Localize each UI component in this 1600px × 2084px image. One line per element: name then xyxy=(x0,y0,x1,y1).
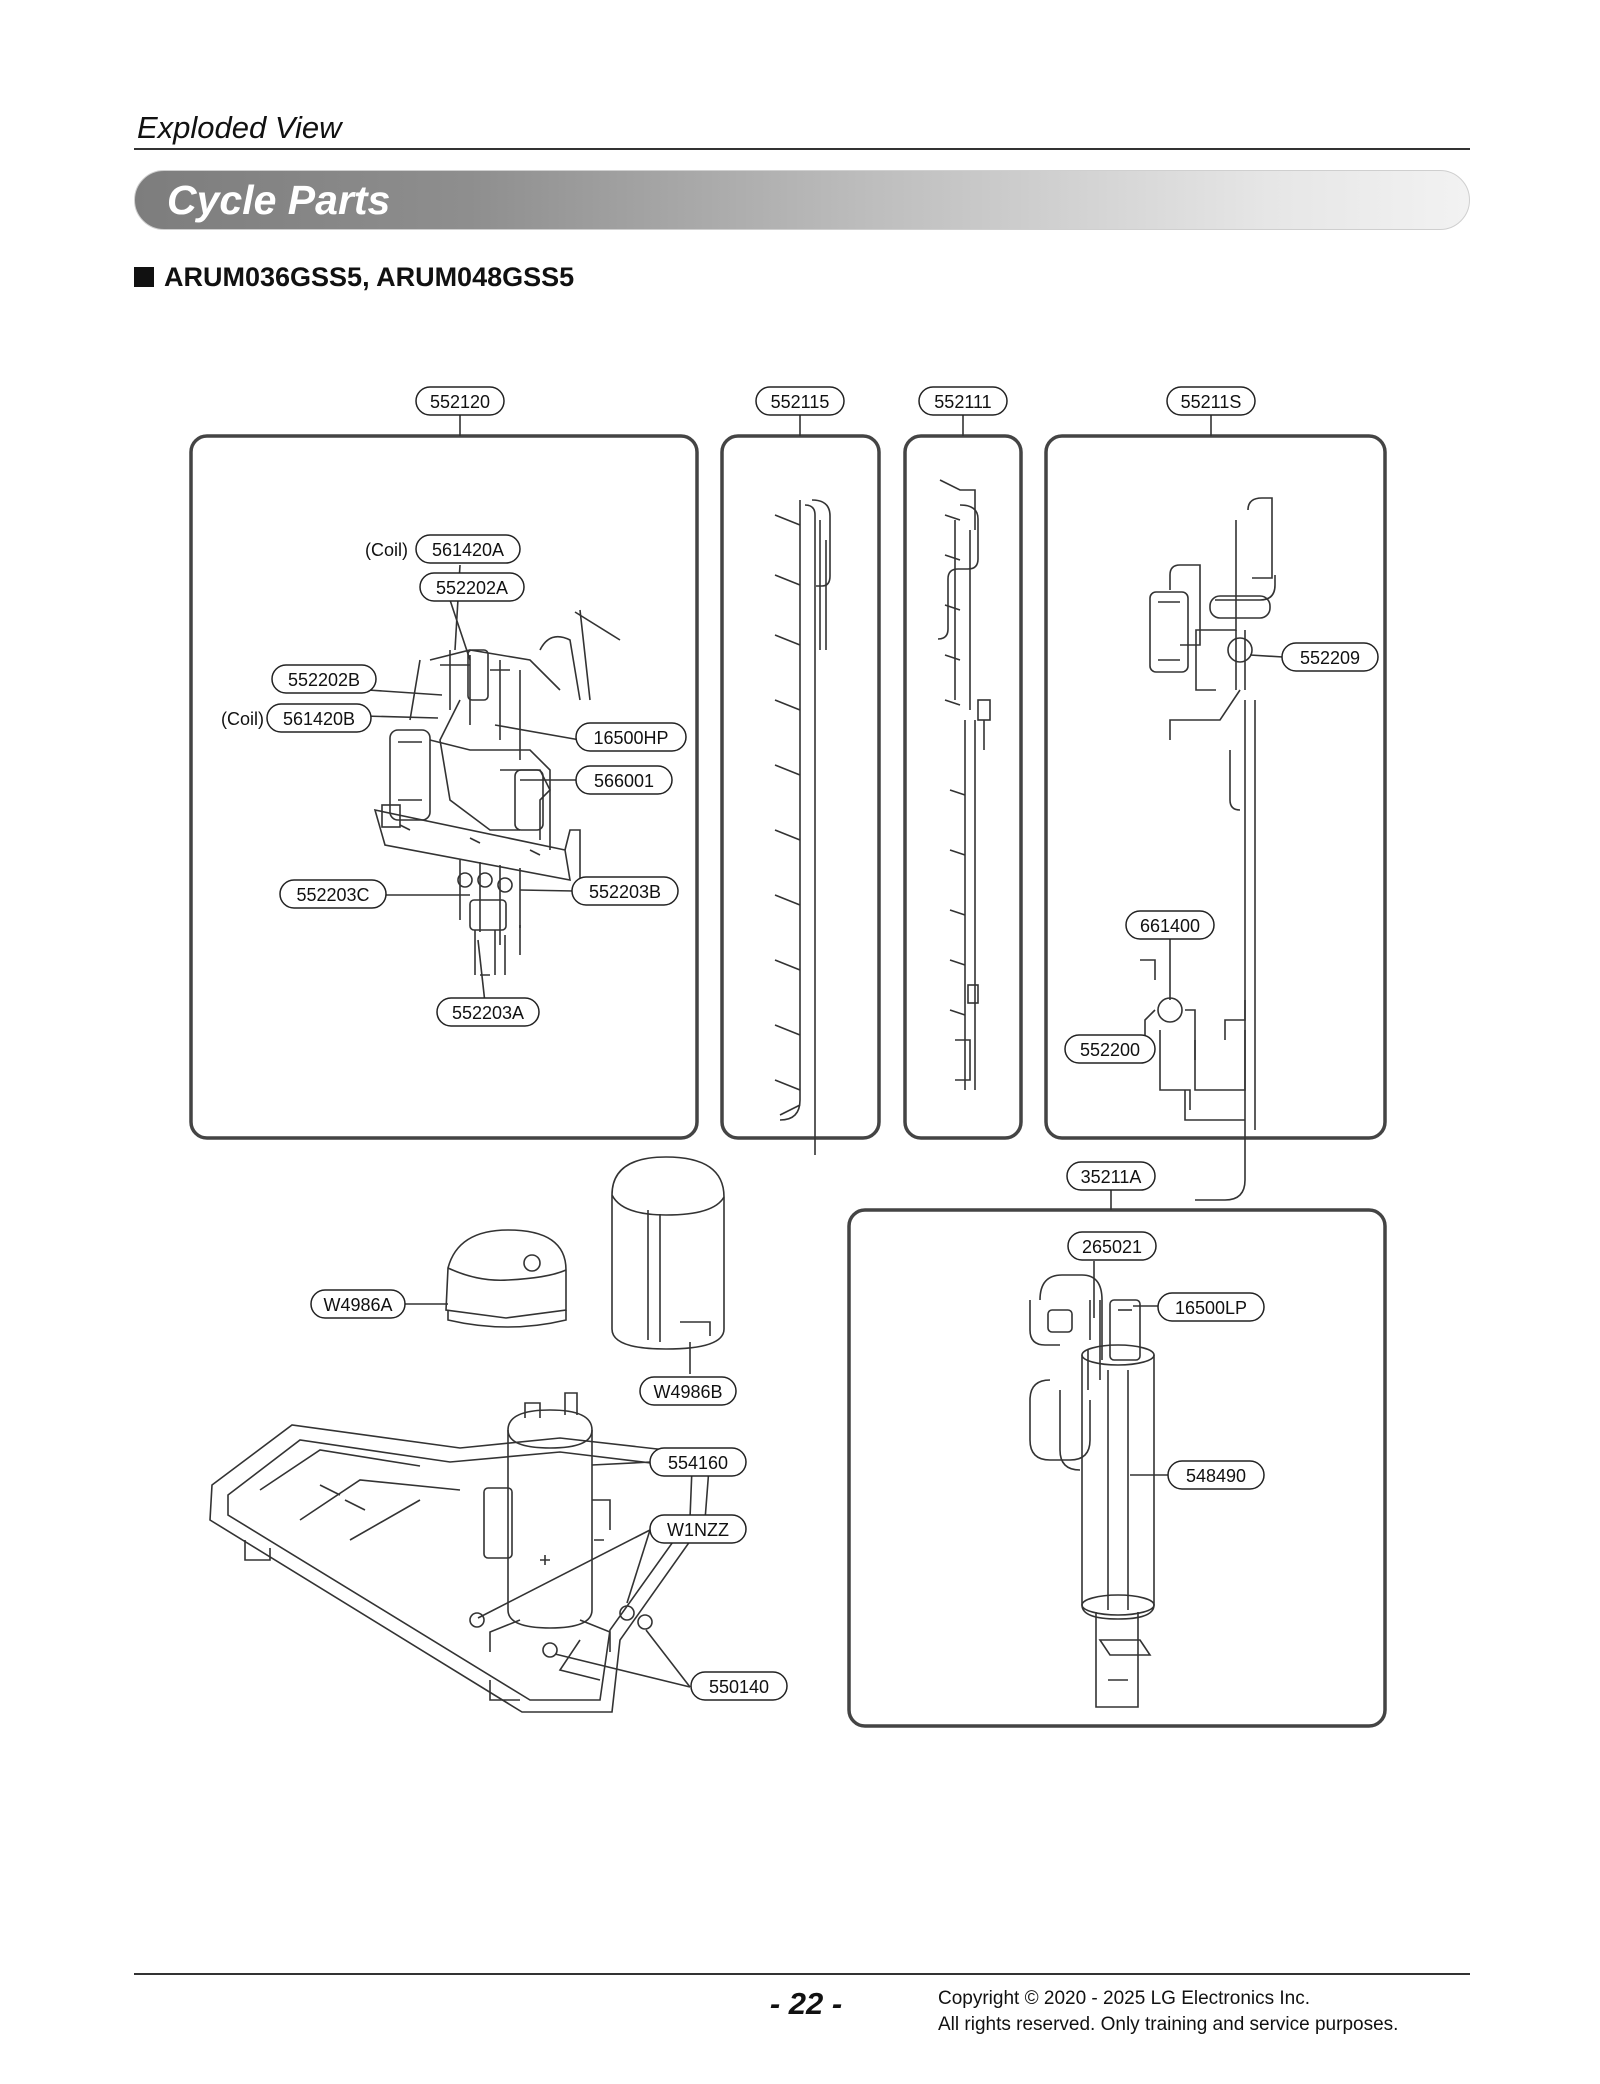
square-bullet-icon xyxy=(134,267,154,287)
label-552203C: 552203C xyxy=(296,885,369,905)
label-16500LP: 16500LP xyxy=(1175,1298,1247,1318)
label-16500HP: 16500HP xyxy=(593,728,668,748)
panel-frame-552120 xyxy=(189,434,699,1140)
label-552203B: 552203B xyxy=(589,882,661,902)
header-rule xyxy=(134,148,1470,150)
label-552202A: 552202A xyxy=(436,578,508,598)
label-552200: 552200 xyxy=(1080,1040,1140,1060)
sound-blanket-w4986b-drawing xyxy=(611,1156,725,1350)
section-label: Exploded View xyxy=(137,110,342,145)
coil-prefix-561420A: (Coil) xyxy=(365,540,408,560)
label-561420B: 561420B xyxy=(283,709,355,729)
copyright-notice: Copyright © 2020 - 2025 LG Electronics I… xyxy=(938,1986,1398,2038)
label-550140: 550140 xyxy=(709,1677,769,1697)
label-566001: 566001 xyxy=(594,771,654,791)
label-552120: 552120 xyxy=(430,392,490,412)
label-265021: 265021 xyxy=(1082,1237,1142,1257)
label-661400: 661400 xyxy=(1140,916,1200,936)
copyright-line-1: Copyright © 2020 - 2025 LG Electronics I… xyxy=(938,1988,1311,2009)
label-552115: 552115 xyxy=(771,392,830,412)
label-552209: 552209 xyxy=(1300,648,1360,668)
model-heading-text: ARUM036GSS5, ARUM048GSS5 xyxy=(164,262,575,292)
label-W4986A: W4986A xyxy=(323,1295,392,1315)
label-552111: 552111 xyxy=(934,392,991,412)
label-548490: 548490 xyxy=(1186,1466,1246,1486)
coil-prefix-561420B: (Coil) xyxy=(221,709,264,729)
label-552202B: 552202B xyxy=(288,670,360,690)
capillary-tube-552111-drawing xyxy=(937,479,991,1090)
label-W1NZZ: W1NZZ xyxy=(667,1520,729,1540)
cover-w4986a-drawing xyxy=(445,1229,567,1328)
label-554160: 554160 xyxy=(668,1453,728,1473)
label-35211A: 35211A xyxy=(1081,1167,1142,1187)
model-heading: ARUM036GSS5, ARUM048GSS5 xyxy=(134,262,574,293)
distributor-tube-552115-drawing xyxy=(774,499,831,1155)
compressor-base-drawing xyxy=(209,1392,711,1713)
label-552203A: 552203A xyxy=(452,1003,524,1023)
label-55211S: 55211S xyxy=(1181,392,1242,412)
valve-pipe-assembly-drawing xyxy=(373,609,621,976)
footer-rule xyxy=(134,1973,1470,1975)
banner-title: Cycle Parts xyxy=(167,177,391,223)
label-561420A: 561420A xyxy=(432,540,504,560)
copyright-line-2: All rights reserved. Only training and s… xyxy=(938,2014,1399,2035)
page-number: - 22 - xyxy=(769,1986,843,2021)
label-W4986B: W4986B xyxy=(653,1382,722,1402)
panel-frame-55211S xyxy=(1044,434,1387,1140)
panel-frame-35211A xyxy=(847,1208,1387,1728)
cycle-parts-banner: Cycle Parts xyxy=(134,170,1470,230)
pipe-assembly-55211S-drawing xyxy=(1140,497,1276,1201)
accumulator-drawing xyxy=(1029,1274,1155,1708)
panel-frame-552111 xyxy=(903,434,1023,1140)
